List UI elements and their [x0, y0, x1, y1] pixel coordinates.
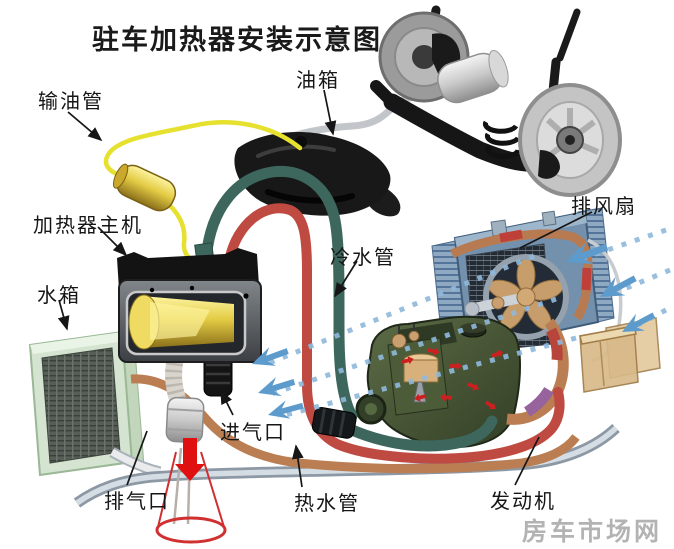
exhaust-direction-arrow [175, 438, 205, 481]
water-tank-graphic [28, 330, 162, 478]
exhaust-muffler-graphic [165, 396, 205, 444]
label-fuel-supply-line: 输油管 [38, 91, 104, 113]
pipe-valve-graphic [311, 407, 357, 439]
leader-fuel-supply-line [67, 111, 103, 142]
diagram-title: 驻车加热器安装示意图 [92, 25, 382, 55]
fuel-tank-graphic [234, 132, 391, 216]
leader-exhaust-fan [519, 211, 593, 249]
fuel-line-graphic [103, 120, 303, 266]
label-cold-water-pipe: 冷水管 [330, 247, 396, 269]
leader-heater-main-unit [97, 226, 128, 257]
label-hot-water-pipe: 热水管 [294, 493, 360, 515]
label-exhaust-outlet: 排气口 [104, 491, 170, 513]
airflow-arrows-graphic [248, 227, 671, 425]
hot-water-pipe-path [224, 203, 565, 464]
fuel-pump-graphic [113, 163, 177, 212]
watermark: 房车市场网 [521, 518, 662, 546]
engine-graphic [355, 315, 521, 449]
cold-water-pipe-graphic [194, 165, 498, 452]
label-leader-lines [57, 89, 593, 488]
label-heater-main-unit: 加热器主机 [33, 215, 143, 237]
leader-fuel-tank [323, 89, 337, 136]
leader-water-tank [57, 299, 70, 331]
leader-cold-water-pipe [334, 260, 358, 298]
exhaust-cone-graphic [155, 438, 227, 544]
label-exhaust-fan: 排风扇 [571, 196, 637, 218]
leader-engine [514, 436, 540, 486]
label-fuel-tank: 油箱 [296, 70, 340, 92]
label-air-intake: 进气口 [220, 422, 286, 444]
axle-wheels-graphic [236, 5, 622, 217]
label-water-tank: 水箱 [37, 285, 81, 307]
heater-unit-graphic [117, 248, 262, 444]
leader-hot-water-pipe [291, 444, 304, 488]
leader-air-intake [220, 389, 234, 416]
label-engine: 发动机 [490, 491, 556, 513]
expansion-tank-graphic [579, 317, 661, 393]
leader-exhaust-outlet [126, 430, 148, 486]
